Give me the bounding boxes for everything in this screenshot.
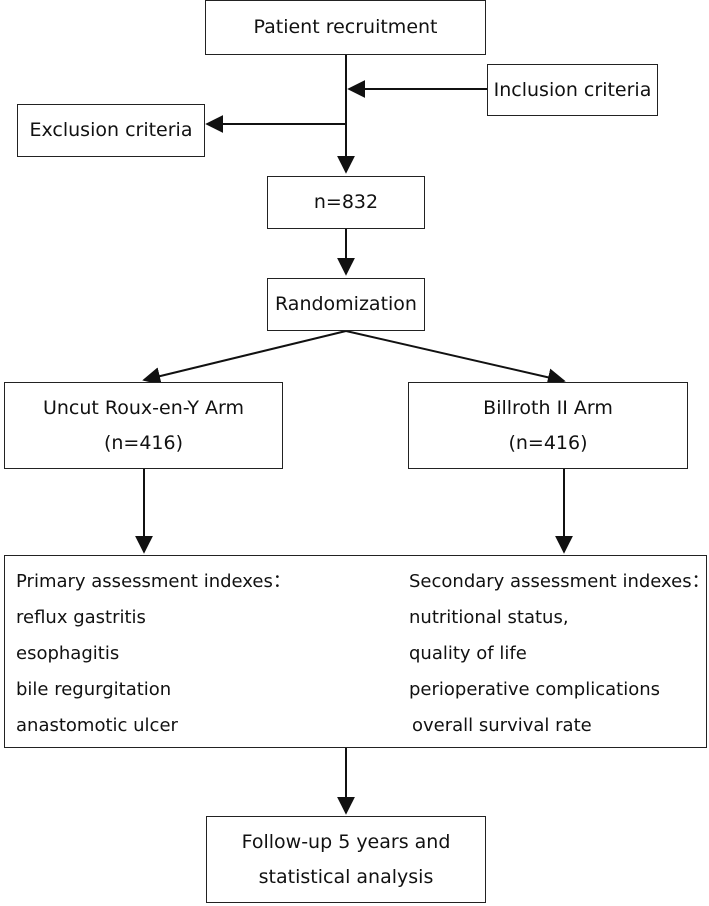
inclusion-criteria-box: Inclusion criteria: [487, 64, 658, 116]
followup-analysis-box: Follow-up 5 years and statistical analys…: [206, 816, 486, 903]
billroth-ii-arm-title: Billroth II Arm: [483, 396, 613, 419]
billroth-ii-arm-box: Billroth II Arm (n=416): [408, 382, 688, 469]
inclusion-criteria-label: Inclusion criteria: [493, 78, 652, 101]
followup-line-1: Follow-up 5 years and: [241, 830, 451, 853]
secondary-assessment-column: Secondary assessment indexes： nutritiona…: [409, 570, 709, 738]
roux-en-y-arm-title: Uncut Roux-en-Y Arm: [42, 396, 244, 419]
roux-en-y-arm-count: (n=416): [103, 431, 184, 454]
billroth-ii-arm-count: (n=416): [508, 431, 588, 454]
enrolled-count-box: n=832: [267, 176, 425, 229]
assessment-indexes-box: Primary assessment indexes： reflux gastr…: [4, 555, 709, 748]
secondary-item: overall survival rate: [412, 715, 592, 736]
primary-item: bile regurgitation: [16, 679, 172, 700]
randomization-label: Randomization: [275, 293, 417, 316]
secondary-item: nutritional status,: [409, 607, 569, 628]
secondary-assessment-heading: Secondary assessment indexes：: [409, 571, 709, 592]
arrow-randomization-to-arm-a: [142, 330, 347, 385]
roux-en-y-arm-box: Uncut Roux-en-Y Arm (n=416): [4, 382, 283, 469]
randomization-box: Randomization: [267, 278, 425, 331]
enrolled-count-label: n=832: [313, 191, 379, 214]
exclusion-criteria-box: Exclusion criteria: [17, 104, 205, 157]
primary-item: anastomotic ulcer: [16, 715, 178, 736]
secondary-item: perioperative complications: [409, 679, 661, 700]
followup-line-2: statistical analysis: [258, 865, 434, 888]
primary-item: reflux gastritis: [16, 607, 146, 628]
primary-item: esophagitis: [16, 643, 120, 664]
patient-recruitment-label: Patient recruitment: [253, 16, 438, 39]
primary-assessment-heading: Primary assessment indexes：: [16, 571, 291, 592]
secondary-item: quality of life: [409, 643, 527, 664]
patient-recruitment-box: Patient recruitment: [205, 0, 486, 55]
arrow-randomization-to-arm-b: [345, 330, 566, 387]
primary-assessment-column: Primary assessment indexes： reflux gastr…: [16, 570, 291, 738]
exclusion-criteria-label: Exclusion criteria: [29, 119, 193, 142]
